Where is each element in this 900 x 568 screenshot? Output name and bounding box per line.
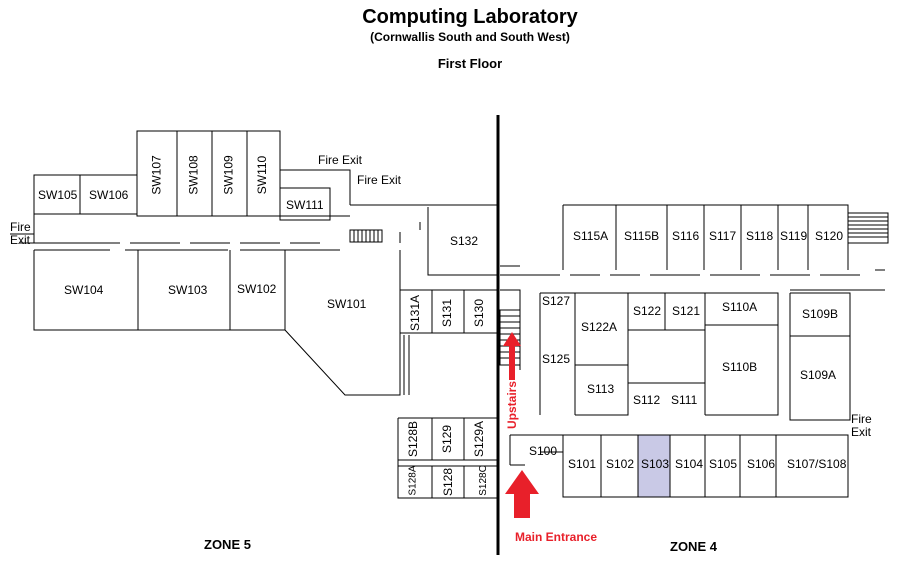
room-label-s102: S102	[606, 457, 635, 471]
red-arrow-icon	[503, 332, 539, 518]
room-label-s128b: S128B	[406, 420, 421, 458]
room-label-s103: S103	[641, 457, 670, 471]
room-label-s128c: S128C	[477, 465, 489, 496]
room-label-s105: S105	[709, 457, 738, 471]
room-label-sw102: SW102	[237, 282, 277, 296]
room-s103-highlight	[637, 434, 671, 498]
room-label-sw108: SW108	[186, 155, 201, 195]
stairs-icon	[349, 229, 383, 243]
room-label-s111: S111	[671, 393, 698, 407]
room-label-sw110: SW110	[255, 155, 270, 195]
stairs-icon	[847, 212, 889, 244]
room-label-sw109: SW109	[221, 155, 236, 195]
floor-label: First Floor	[437, 56, 503, 71]
room-s132-outline	[427, 207, 498, 276]
rooms-s131-row-outline	[400, 289, 498, 334]
rooms-s122a-s113-outline	[575, 292, 629, 416]
room-label-s110a: S110A	[722, 300, 758, 314]
room-label-s107-s108: S107/S108	[787, 457, 847, 471]
room-label-sw106: SW106	[89, 188, 129, 202]
room-label-s125: S125	[542, 352, 571, 366]
room-sw111-outline	[279, 169, 351, 221]
rooms-s128-row-outline	[398, 465, 498, 498]
room-label-s122a: S122A	[581, 320, 618, 334]
fire-exit-label: Fire Exit	[357, 173, 402, 187]
room-label-s118: S118	[746, 229, 774, 243]
room-label-s131a: S131A	[408, 294, 423, 332]
room-label-sw103: SW103	[168, 283, 208, 297]
main-entrance-label: Main Entrance	[515, 530, 598, 544]
room-label-s120: S120	[815, 229, 844, 243]
room-label-s131: S131	[440, 298, 455, 328]
room-label-s101: S101	[568, 457, 597, 471]
room-label-s130: S130	[472, 298, 487, 328]
room-label-s100: S100	[529, 444, 558, 458]
room-label-s129: S129	[440, 424, 455, 454]
room-label-sw111: SW111	[286, 198, 324, 212]
room-label-sw101: SW101	[327, 297, 367, 311]
room-label-s106: S106	[747, 457, 776, 471]
room-label-s115a: S115A	[573, 229, 609, 243]
rooms-top-row-outline	[562, 204, 849, 270]
room-label-s115b: S115B	[624, 229, 660, 243]
room-label-s116: S116	[672, 229, 700, 243]
room-sw101-outline	[284, 250, 401, 396]
corridor-ticks	[33, 222, 421, 243]
room-label-s122: S122	[633, 304, 662, 318]
room-label-s109a: S109A	[800, 368, 837, 382]
room-label-sw104: SW104	[64, 283, 104, 297]
room-label-s113: S113	[587, 382, 615, 396]
room-label-s119: S119	[780, 229, 808, 243]
fire-exit-label-line1: Fire	[851, 412, 872, 426]
room-label-s128: S128	[441, 467, 456, 497]
room-label-s110b: S110B	[722, 360, 758, 374]
corridor-upper-line	[33, 204, 498, 222]
fire-exit-label-line2: Exit	[10, 233, 31, 247]
fire-exit-label-line2: Exit	[851, 425, 872, 439]
corridor-line-a	[10, 233, 320, 244]
s100-outline	[510, 451, 563, 466]
fire-exit-label: Fire Exit	[318, 153, 363, 167]
rooms-s109-outline	[789, 292, 851, 421]
page-subtitle: (Cornwallis South and South West)	[370, 30, 570, 44]
zone-4-label: ZONE 4	[670, 539, 717, 554]
room-label-s127: S127	[542, 294, 571, 308]
room-label-s117: S117	[709, 229, 737, 243]
room-label-s109b: S109B	[802, 307, 839, 321]
corridor-z4-upper	[500, 265, 885, 276]
room-label-s132: S132	[450, 234, 479, 248]
zone-5-label: ZONE 5	[204, 537, 251, 552]
rooms-s128-s129-outline	[397, 417, 498, 499]
page-title: Computing Laboratory	[362, 6, 578, 28]
room-label-s121: S121	[672, 304, 701, 318]
fire-exit-label-line1: Fire	[10, 220, 31, 234]
upstairs-label: Upstairs	[505, 380, 520, 430]
corridor-vertical-lines	[403, 335, 410, 395]
room-label-s104: S104	[675, 457, 704, 471]
room-label-s128a: S128A	[407, 465, 419, 496]
room-label-s129a: S129A	[472, 420, 487, 458]
room-label-sw105: SW105	[38, 188, 78, 202]
rooms-s110a-s110b-outline	[705, 292, 779, 416]
room-label-s112: S112	[633, 393, 661, 407]
room-label-sw107: SW107	[149, 155, 164, 195]
